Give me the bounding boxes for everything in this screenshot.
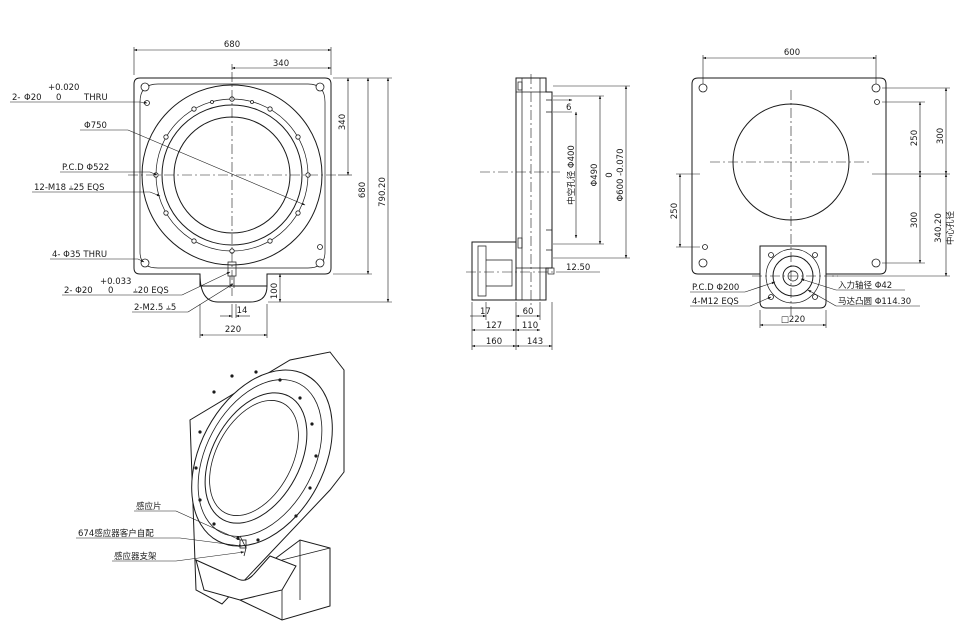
- callout-dowel: 2- Φ20: [64, 286, 93, 296]
- callout-thru-count: 2-: [12, 93, 20, 103]
- side-dim-143: 143: [527, 337, 543, 347]
- dowel-hole-icon: [317, 244, 323, 250]
- corner-hole-icon: [140, 82, 150, 92]
- side-dim-490: Φ490: [590, 164, 600, 187]
- side-motor-block: [471, 241, 517, 301]
- dim-340-h: 340: [273, 59, 289, 69]
- callout-pcd: P.C.D Φ522: [62, 163, 109, 173]
- iso-view: 感应片 674感应器客户自配 感应器支架: [76, 351, 345, 621]
- bottom-dim-220: □220: [781, 315, 805, 325]
- side-dim-600-tol: 0: [605, 172, 615, 177]
- iso-label-sensor-bracket: 感应器支架: [114, 551, 157, 562]
- bottom-view: 600 250 300 300 340.20 中心孔径 250 P.C.D Φ2…: [670, 48, 956, 328]
- side-dim-600: Φ600 -0.070: [616, 148, 626, 201]
- side-dim-6: 6: [566, 103, 571, 113]
- dim-14: 14: [237, 306, 248, 316]
- side-dim-110: 110: [522, 321, 538, 331]
- dim-680: 680: [224, 40, 240, 50]
- callout-35thru: 4- Φ35 THRU: [52, 250, 107, 260]
- dim-790: 790.20: [378, 177, 388, 207]
- callout-thru-dia: Φ20: [24, 93, 42, 103]
- iso-label-sensor-custom: 674感应器客户自配: [78, 528, 154, 539]
- side-view: 6 中空孔径 Φ400 Φ490 0 Φ600 -0.070 12.50 17 …: [466, 74, 630, 350]
- bottom-dim-250-l: 250: [670, 203, 680, 219]
- bottom-dim-340: 340.20: [934, 213, 944, 243]
- iso-bore: [204, 392, 308, 524]
- dim-340-v: 340: [338, 114, 348, 130]
- bottom-dim-600: 600: [784, 48, 800, 58]
- callout-m25: 2-M2.5 ⫨5: [134, 303, 176, 313]
- bottom-callout-m12: 4-M12 EQS: [692, 297, 739, 307]
- dim-100: 100: [270, 283, 280, 299]
- bottom-callout-pcd200: P.C.D Φ200: [692, 283, 739, 293]
- bottom-plate: [691, 77, 887, 275]
- callout-dowel-tol-up: +0.033: [100, 277, 131, 287]
- bottom-dim-250-r: 250: [910, 130, 920, 146]
- iso-label-sensor-plate: 感应片: [136, 501, 162, 512]
- callout-dowel-tol-lo: 0: [108, 286, 113, 296]
- bottom-dim-300-t: 300: [936, 128, 946, 144]
- front-boss: [199, 273, 268, 303]
- corner-hole-icon: [315, 258, 325, 268]
- front-inner-contour: [139, 83, 326, 269]
- dim-680-v: 680: [358, 182, 368, 198]
- callout-dia750: Φ750: [84, 121, 107, 131]
- bottom-callout-spigot: 马达凸圆 Φ114.30: [838, 296, 911, 307]
- bottom-dim-300-b: 300: [910, 212, 920, 228]
- bottom-callout-shaft: 入力轴径 Φ42: [838, 280, 892, 291]
- callout-thru-tol-lo: 0: [56, 93, 61, 103]
- iso-boss: [195, 555, 297, 601]
- bottom-dim-center-label: 中心孔径: [945, 211, 956, 246]
- side-dim-127: 127: [486, 321, 502, 331]
- side-dim-hollow: 中空孔径 Φ400: [566, 145, 577, 205]
- side-dim-160: 160: [486, 337, 502, 347]
- corner-hole-icon: [315, 82, 325, 92]
- callout-dowel-depth: ⫨20 EQS: [133, 286, 169, 296]
- callout-thru-word: THRU: [83, 93, 108, 103]
- bottom-motor-flange: [759, 245, 827, 309]
- callout-thru-tol-up: +0.020: [48, 83, 79, 93]
- callout-m18: 12-M18 ⫨25 EQS: [34, 183, 105, 193]
- side-dim-17: 17: [480, 307, 491, 317]
- side-dim-12-50: 12.50: [566, 263, 590, 273]
- front-view: 680 340 340 680 790.20 100 220 14: [10, 40, 392, 338]
- corner-hole-icon: [140, 258, 150, 268]
- side-body: [515, 77, 553, 301]
- dim-220: 220: [225, 325, 241, 335]
- side-dim-60: 60: [523, 307, 534, 317]
